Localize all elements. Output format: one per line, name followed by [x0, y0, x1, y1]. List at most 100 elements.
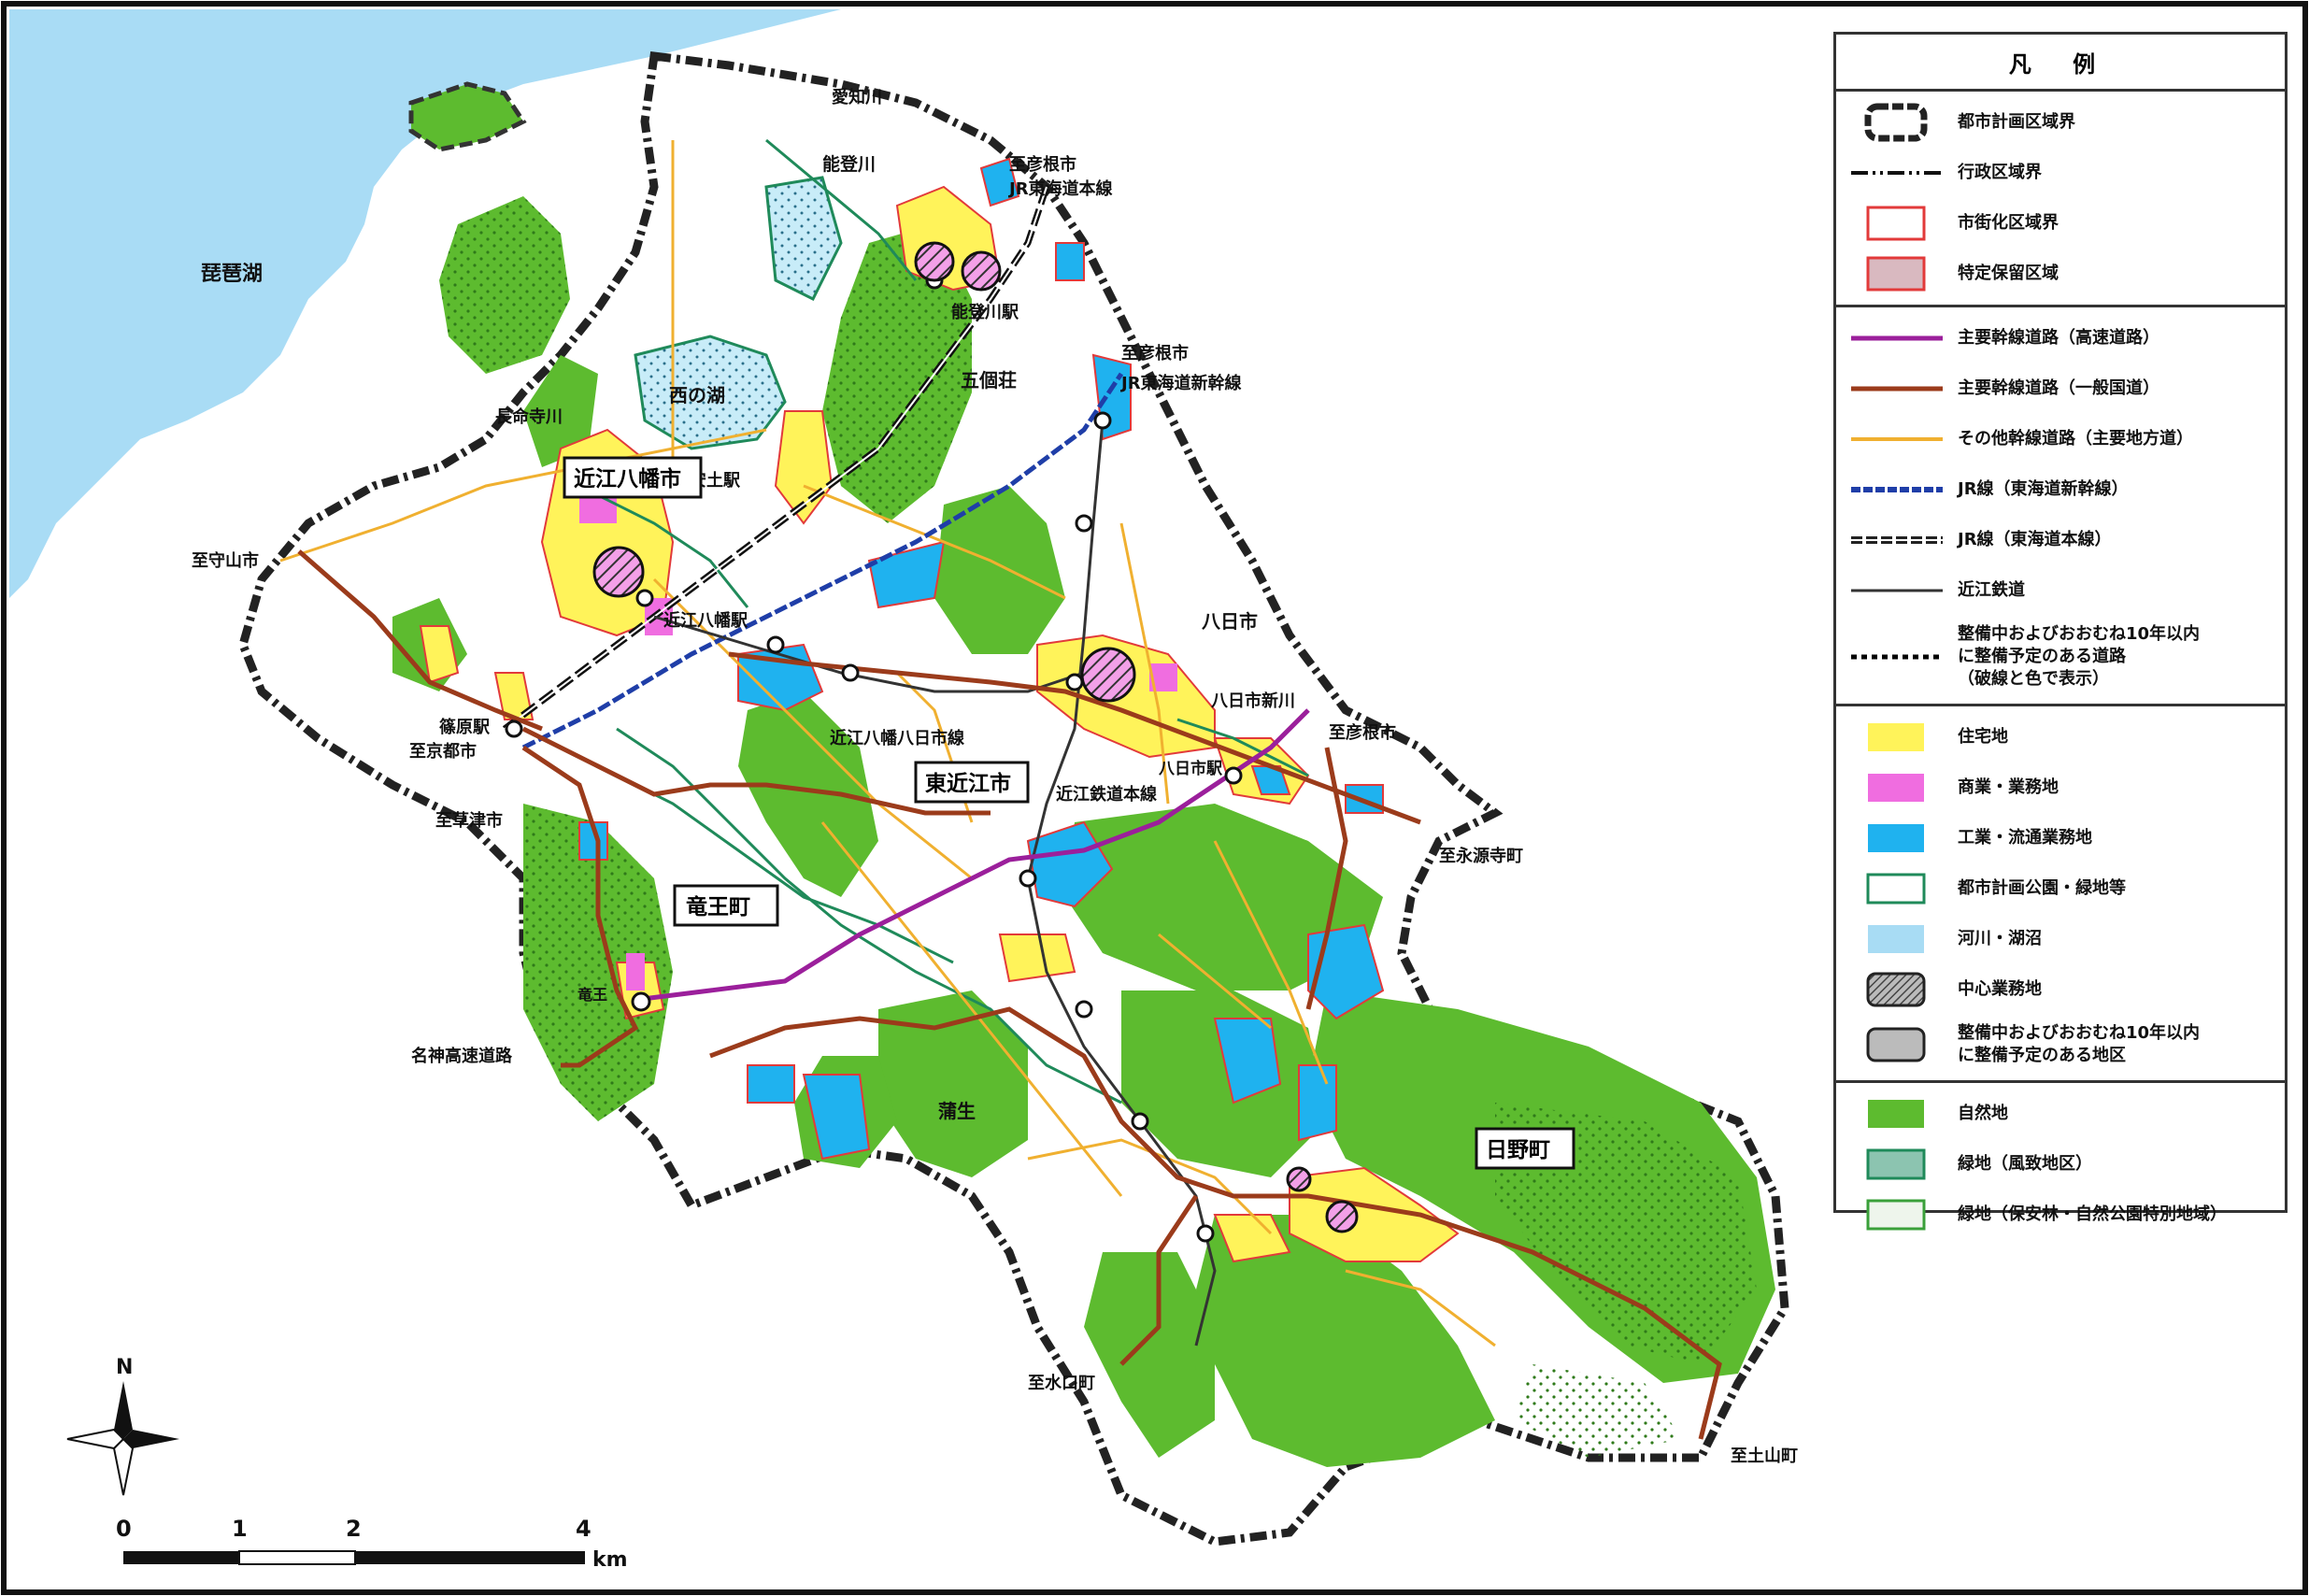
legend-item-nature: 自然地: [1836, 1089, 2285, 1139]
label-omihachiman-yokaichi-line: 近江八幡八日市線: [830, 728, 964, 748]
label-to-hikone-mid: 至彦根市: [1121, 343, 1189, 363]
legend-boundaries-section: 都市計画区域界 行政区域界 市街化区域界 特定保留区域: [1836, 92, 2285, 307]
legend-label-residential: 住宅地: [1958, 727, 2008, 747]
lake-island: [408, 81, 527, 152]
ohmi-railway-symbol: [1836, 565, 1958, 616]
legend-label-industrial: 工業・流通業務地: [1958, 828, 2092, 848]
scale-unit: km: [592, 1548, 628, 1572]
special-reserve-area-symbol: [1836, 249, 1958, 299]
legend-label-urbanization-boundary: 市街化区域界: [1958, 213, 2059, 233]
legend-item-planned-district: 整備中およびおおむね10年以内 に整備予定のある地区: [1836, 1015, 2285, 1075]
industrial-swatch: [1836, 813, 1958, 863]
legend-item-scenic-green: 緑地（風致地区）: [1836, 1139, 2285, 1190]
jr-tokaido-main-line-center: [504, 186, 1048, 730]
commercial-swatch: [1836, 762, 1958, 813]
legend-roads-section: 主要幹線道路（高速道路） 主要幹線道路（一般国道） その他幹線道路（主要地方道）…: [1836, 307, 2285, 706]
scale-bar: 0 1 2 4 km: [116, 1516, 628, 1572]
compass-north-arrow: [114, 1381, 133, 1439]
label-omihachiman-city: 近江八幡市: [574, 466, 681, 492]
prefectural-roads: [279, 140, 1496, 1347]
label-to-eigenji: 至永源寺町: [1439, 846, 1523, 866]
scale-tick-1: 1: [232, 1516, 248, 1542]
legend-label-administrative-boundary: 行政区域界: [1958, 163, 2042, 182]
legend-item-residential: 住宅地: [1836, 712, 2285, 762]
legend-item-expressway: 主要幹線道路（高速道路）: [1836, 313, 2285, 363]
legend-label-planned-road-line1: 整備中およびおおむね10年以内: [1958, 624, 2201, 644]
legend-item-national-road: 主要幹線道路（一般国道）: [1836, 363, 2285, 414]
label-to-minakuchi: 至水口町: [1028, 1373, 1095, 1393]
stations: [505, 271, 1243, 1243]
label-jr-shinkansen: JR東海道新幹線: [1119, 373, 1242, 393]
scale-segment-1-2: [238, 1550, 356, 1565]
label-higashiomi-city: 東近江市: [925, 771, 1011, 796]
legend-item-shinkansen: JR線（東海道新幹線）: [1836, 464, 2285, 515]
legend-label-prefectural-road: その他幹線道路（主要地方道）: [1958, 429, 2193, 449]
legend-item-administrative-boundary: 行政区域界: [1836, 148, 2285, 198]
shinkansen-symbol: [1836, 464, 1958, 515]
protected-green-swatch: [1836, 1190, 1958, 1240]
label-chomeiji-river: 長命寺川: [495, 406, 563, 427]
nature-dotted-overlay: [439, 196, 1757, 1458]
legend-label-commercial: 商業・業務地: [1958, 777, 2059, 797]
legend-label-special-reserve: 特定保留区域: [1958, 264, 2059, 283]
central-business-swatch: [1836, 964, 1958, 1015]
tokaido-main-line-symbol: [1836, 515, 1958, 565]
legend-item-urbanization-boundary: 市街化区域界: [1836, 198, 2285, 249]
scale-segment-2-4: [355, 1551, 585, 1564]
label-to-moriyama: 至守山市: [192, 550, 259, 571]
legend-item-industrial: 工業・流通業務地: [1836, 813, 2285, 863]
scale-tick-4: 4: [576, 1516, 592, 1542]
legend-label-ohmi-railway: 近江鉄道: [1958, 580, 2025, 600]
legend-label-city-planning-boundary: 都市計画区域界: [1958, 112, 2075, 132]
scale-tick-2: 2: [346, 1516, 362, 1542]
legend-panel: 凡 例 都市計画区域界 行政区域界 市街化区域界 特定保留区域: [1833, 32, 2288, 1231]
expressway-symbol: [1836, 313, 1958, 363]
administrative-boundary-symbol: [1836, 148, 1958, 198]
legend-label-central-business: 中心業務地: [1958, 979, 2042, 999]
label-yokaichi-station: 八日市駅: [1159, 759, 1223, 778]
legend-item-park: 都市計画公園・緑地等: [1836, 863, 2285, 914]
legend-item-city-planning-boundary: 都市計画区域界: [1836, 97, 2285, 148]
label-noto-river: 能登川: [822, 153, 876, 175]
legend-title: 凡 例: [1836, 35, 2285, 92]
legend-label-planned-district-line1: 整備中およびおおむね10年以内: [1958, 1023, 2201, 1043]
label-lake-biwa: 琵琶湖: [201, 263, 263, 286]
legend-label-national-road: 主要幹線道路（一般国道）: [1958, 378, 2159, 398]
compass-west-arrow: [66, 1428, 125, 1450]
label-to-kusatsu: 至草津市: [435, 810, 503, 831]
river-lake-swatch: [1836, 914, 1958, 964]
legend-label-park: 都市計画公園・緑地等: [1958, 878, 2126, 898]
compass-rose: N: [66, 1356, 179, 1496]
compass-east-arrow: [123, 1430, 179, 1448]
legend-label-planned-district-line2: に整備予定のある地区: [1958, 1046, 2126, 1065]
legend-item-ohmi-railway: 近江鉄道: [1836, 565, 2285, 616]
legend-item-protected-green: 緑地（保安林・自然公園特別地域）: [1836, 1190, 2285, 1240]
label-nishinoko: 西の湖: [669, 384, 725, 406]
label-gamo: 蒲生: [938, 1100, 976, 1122]
label-shinohara-station: 篠原駅: [439, 717, 491, 737]
central-business-districts: [592, 241, 1359, 1233]
label-ryuo-ic: 竜王: [577, 986, 607, 1004]
label-to-kyoto: 至京都市: [409, 741, 477, 762]
legend-label-nature: 自然地: [1958, 1104, 2008, 1123]
jr-shinkansen-line: [521, 372, 1124, 750]
municipality-labels: 近江八幡市 東近江市 竜王町 日野町: [563, 456, 1575, 1170]
legend-item-central-business: 中心業務地: [1836, 964, 2285, 1015]
label-yokaichi-city: 八日市: [1202, 610, 1258, 633]
scenic-green-swatch: [1836, 1139, 1958, 1190]
legend-label-protected-green: 緑地（保安林・自然公園特別地域）: [1958, 1204, 2227, 1224]
ohmi-railway-line: [1026, 420, 1217, 1347]
residential-swatch: [1836, 712, 1958, 762]
legend-label-expressway: 主要幹線道路（高速道路）: [1958, 328, 2159, 348]
urbanization-area-boundary-symbol: [1836, 198, 1958, 249]
planned-road-symbol: [1836, 632, 1958, 682]
label-to-tsuchiyama: 至土山町: [1731, 1446, 1798, 1466]
industrial-areas: [578, 157, 1385, 1161]
label-echi-river: 愛知川: [832, 87, 882, 107]
prefectural-road-symbol: [1836, 414, 1958, 464]
label-to-hikone-north: 至彦根市: [1009, 154, 1076, 175]
legend-label-tokaido-main: JR線（東海道本線）: [1958, 530, 2112, 549]
national-road-symbol: [1836, 363, 1958, 414]
label-jr-tokaido-main: JR東海道本線: [1007, 178, 1113, 199]
